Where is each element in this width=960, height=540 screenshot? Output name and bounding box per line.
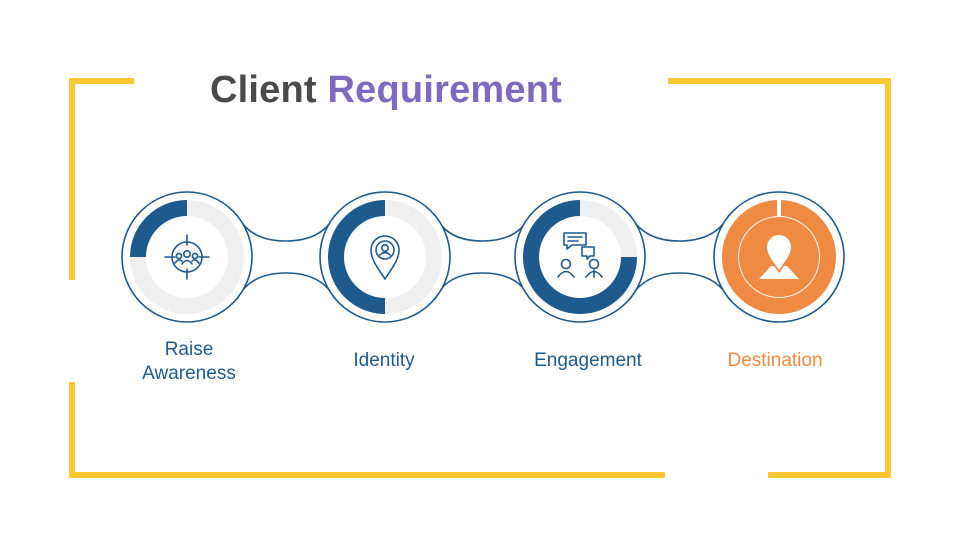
step-label-line: Awareness (142, 363, 236, 384)
step-label-line: Engagement (534, 350, 642, 371)
frame-bottom-left (69, 472, 665, 478)
location-pin-icon (759, 235, 799, 279)
connector-top (236, 214, 336, 242)
frame-left-lower (69, 382, 75, 478)
step-label-destination: Destination (685, 349, 865, 373)
page-title: Client Requirement (210, 64, 562, 116)
step-label-engagement: Engagement (498, 349, 678, 373)
step-node (121, 191, 253, 323)
connector-bottom (629, 272, 730, 300)
step-label-line: Raise (164, 339, 214, 360)
frame-right (885, 78, 891, 478)
identity-pin-icon (370, 235, 400, 280)
step-nodes (121, 191, 845, 323)
connector-bottom (434, 272, 531, 300)
frame-left-upper (69, 78, 75, 280)
frame-top-left (69, 78, 134, 84)
connector-top (434, 214, 531, 242)
step-label-identity: Identity (294, 349, 474, 373)
connector-bottom (236, 272, 336, 300)
target-audience-icon (164, 234, 210, 280)
connector-top (629, 214, 730, 242)
title-part-1: Client (210, 69, 317, 111)
step-label-line: Identity (353, 350, 415, 371)
title-part-2: Requirement (327, 69, 562, 111)
step-label-raise-awareness: Raise Awareness (99, 338, 279, 386)
progress-arc (130, 200, 188, 258)
frame-bottom-right (768, 472, 891, 478)
frame-top-right (668, 78, 891, 84)
step-label-line: Destination (727, 350, 823, 371)
progress-arc (328, 200, 386, 314)
conversation-icon (557, 232, 603, 278)
connector-links (236, 214, 730, 300)
progress-arc (523, 200, 637, 314)
step-node (514, 191, 646, 323)
step-node (713, 191, 845, 323)
step-node (319, 191, 451, 323)
